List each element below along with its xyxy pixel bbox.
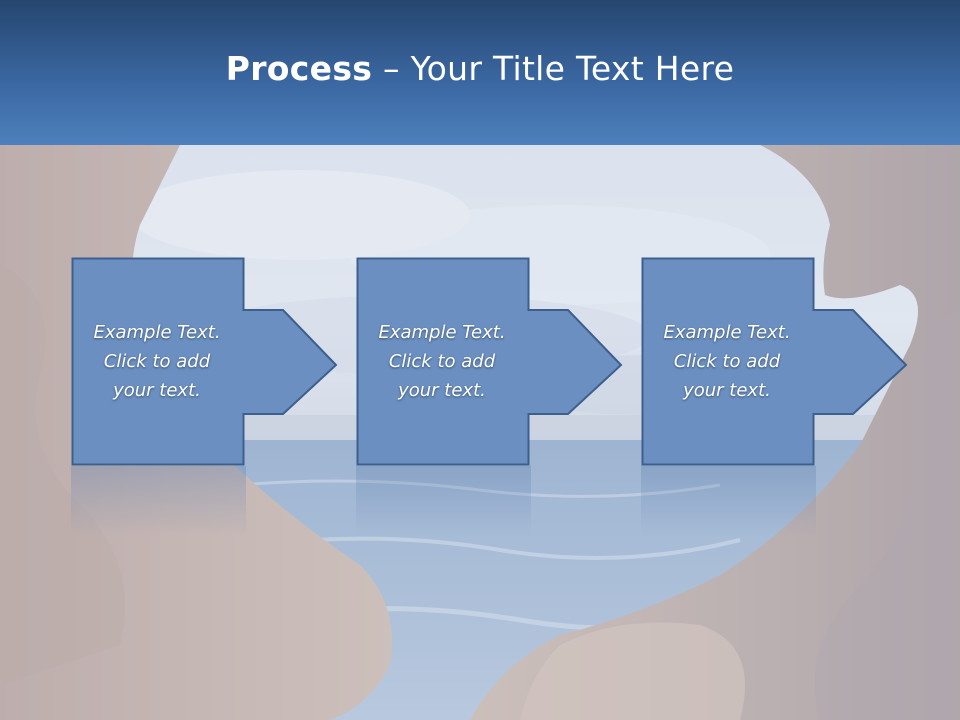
slide-title[interactable]: Process – Your Title Text Here (226, 49, 735, 88)
step-1-text[interactable]: Example Text. Click to add your text. (93, 322, 221, 401)
title-bold-part: Process (225, 49, 373, 88)
step-3-text[interactable]: Example Text. Click to add your text. (663, 322, 791, 401)
step-1-reflection (71, 466, 246, 536)
title-bar: Process – Your Title Text Here (0, 0, 960, 145)
step-3-box-arrow-shape (641, 257, 908, 466)
step-3-reflection (641, 466, 816, 536)
step-2-box-arrow-shape (356, 257, 623, 466)
step-1-box-arrow-shape (71, 257, 338, 466)
process-step-1[interactable]: Example Text. Click to add your text. (71, 257, 471, 466)
title-rest-part: – Your Title Text Here (372, 49, 735, 88)
step-2-text[interactable]: Example Text. Click to add your text. (378, 322, 506, 401)
process-step-2[interactable]: Example Text. Click to add your text. (356, 257, 756, 466)
process-step-3[interactable]: Example Text. Click to add your text. (641, 257, 960, 466)
step-2-reflection (356, 466, 531, 536)
